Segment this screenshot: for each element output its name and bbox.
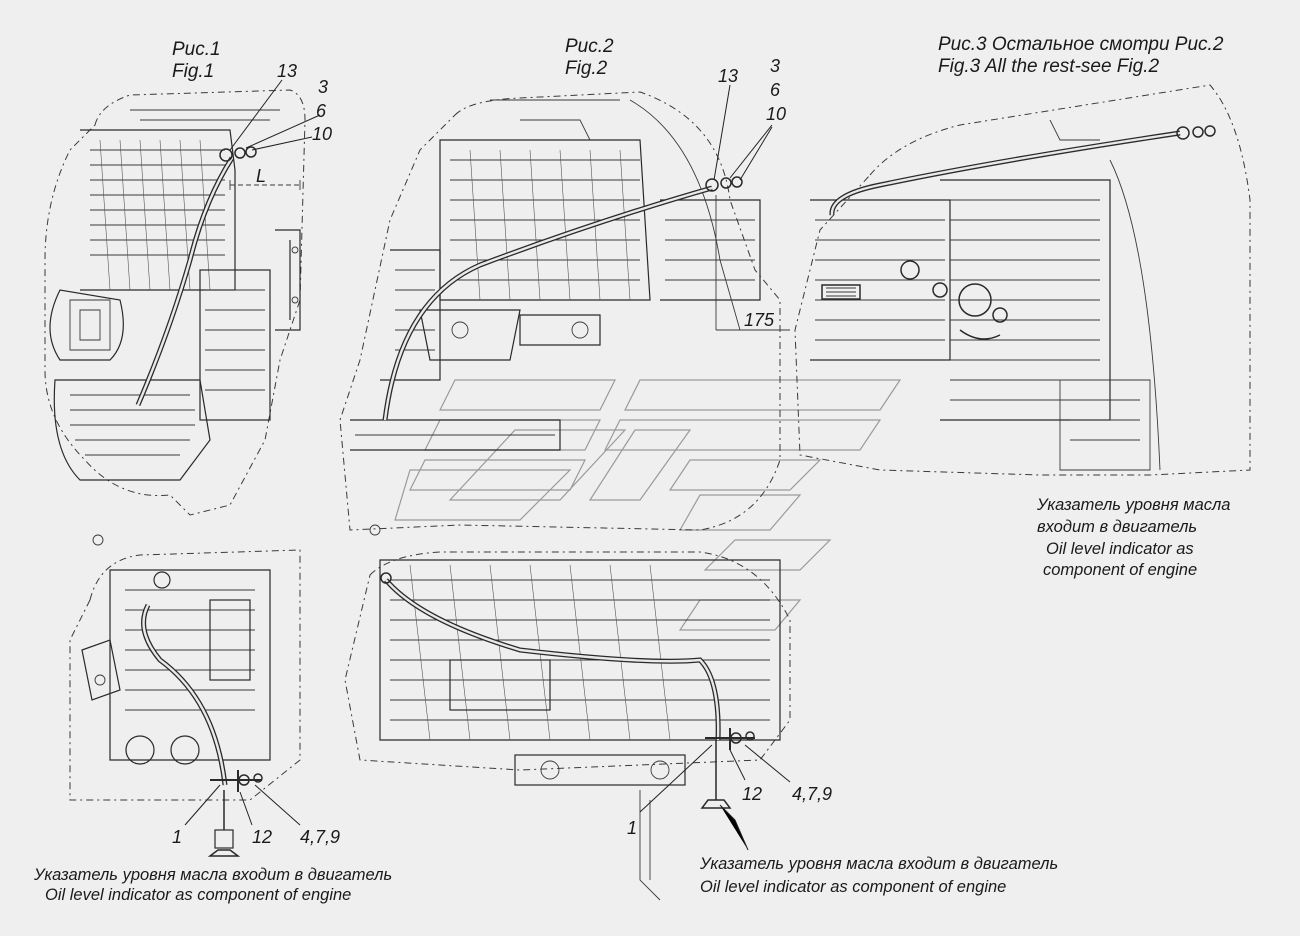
fig2-note-en: Oil level indicator as component of engi… xyxy=(700,878,1006,896)
watermark-stripes xyxy=(394,379,902,631)
fig2-callout-10: 10 xyxy=(766,104,786,124)
fig2-callout-6: 6 xyxy=(770,80,781,100)
fig1-callout-10: 10 xyxy=(312,124,332,144)
fig2-dipstick-tube xyxy=(382,176,743,421)
fig1-detail-drawing xyxy=(69,549,301,857)
fig2-dimension-175: 175 xyxy=(744,310,775,330)
fig1-caption-ru: Рис.1 xyxy=(172,39,221,60)
fig1-callout-479: 4,7,9 xyxy=(300,827,340,847)
fig3-caption-en: Fig.3 All the rest-see Fig.2 xyxy=(938,56,1159,77)
fig3-note-en-line2: component of engine xyxy=(1043,561,1197,579)
fig2-caption-en: Fig.2 xyxy=(565,58,608,79)
fig1-callout-12: 12 xyxy=(252,827,272,847)
fig2-leaders xyxy=(713,84,773,181)
fig3-note-ru-line2: входит в двигатель xyxy=(1037,518,1197,536)
fig1-engine-drawing xyxy=(44,89,306,546)
fig2-engine-drawing xyxy=(339,91,790,536)
fig2-callout-12: 12 xyxy=(742,784,762,804)
fig2-note-ru: Указатель уровня масла входит в двигател… xyxy=(699,855,1058,873)
fig2-callout-13: 13 xyxy=(718,66,738,86)
fig1-note-ru: Указатель уровня масла входит в двигател… xyxy=(33,866,392,884)
fig1-callout-13: 13 xyxy=(277,61,297,81)
fig1-note-en: Oil level indicator as component of engi… xyxy=(45,886,351,904)
fig1-leaders xyxy=(229,79,321,151)
fig1-dimension-L: L xyxy=(256,166,266,186)
fig3-note-ru-line1: Указатель уровня масла xyxy=(1036,496,1230,514)
fig1-dipstick-tube xyxy=(135,146,257,406)
fig3-engine-drawing xyxy=(794,84,1251,476)
fig1-callout-6: 6 xyxy=(316,101,327,121)
fig3-note-en-line1: Oil level indicator as xyxy=(1046,540,1194,558)
fig2-callout-3: 3 xyxy=(770,56,780,76)
fig3-caption-ru: Рис.3 Остальное смотри Рис.2 xyxy=(938,34,1224,55)
fig2-detail-drawing xyxy=(344,551,791,901)
fig1-detail-tube xyxy=(141,603,263,792)
fig2-caption-ru: Рис.2 xyxy=(565,36,614,57)
fig1-callout-3: 3 xyxy=(318,77,328,97)
fig1-caption-en: Fig.1 xyxy=(172,61,214,82)
fig3-dipstick-tube xyxy=(829,125,1216,216)
fig1-detail-leaders xyxy=(184,784,301,826)
fig2-callout-1: 1 xyxy=(627,818,637,838)
fig2-detail-leaders xyxy=(639,744,791,851)
fig2-detail-tube xyxy=(380,572,755,750)
fig1-callout-1: 1 xyxy=(172,827,182,847)
fig2-callout-479: 4,7,9 xyxy=(792,784,832,804)
